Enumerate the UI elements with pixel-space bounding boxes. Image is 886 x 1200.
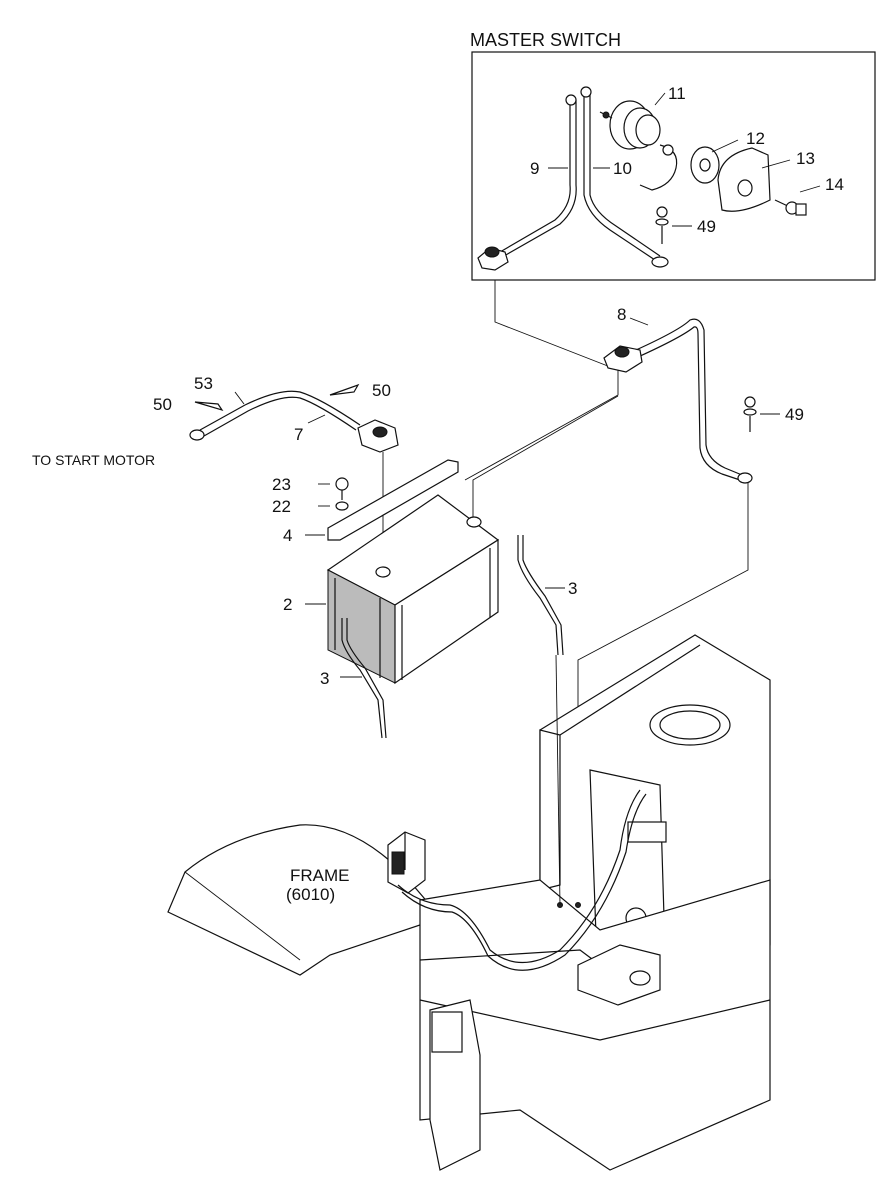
master-switch-inset: MASTER SWITCH	[470, 30, 876, 281]
callout-53: 53	[194, 374, 213, 393]
cable-tie-50-left	[194, 401, 224, 412]
frame-label: FRAME	[290, 866, 350, 885]
plate-13	[717, 147, 771, 212]
battery-post-negative	[375, 566, 391, 578]
mount-bracket	[577, 944, 661, 1006]
cable-9-terminal	[565, 94, 577, 106]
callout-3-right: 3	[568, 579, 577, 598]
rod-3-left	[341, 618, 383, 739]
cable-8	[635, 318, 743, 476]
battery-post-positive	[466, 516, 482, 528]
washer-12	[690, 146, 720, 184]
callout-14: 14	[825, 175, 844, 194]
washer-22	[335, 501, 349, 511]
callout-23: 23	[272, 475, 291, 494]
inset-frame	[471, 51, 876, 281]
callout-22: 22	[272, 497, 291, 516]
cable-9	[499, 100, 571, 253]
callout-8: 8	[617, 305, 626, 324]
callout-49-frame: 49	[785, 405, 804, 424]
cable-7-assembly: 53 50 50 7 TO START MOTOR	[32, 374, 399, 468]
cable-8-assembly: 8	[603, 305, 753, 484]
connection-line-1	[464, 280, 619, 481]
nut-23	[335, 477, 349, 491]
callout-11: 11	[668, 84, 686, 103]
rod-3-right	[517, 535, 559, 656]
battery-side	[394, 538, 499, 685]
callout-12: 12	[746, 129, 765, 148]
callout-50-left: 50	[153, 395, 172, 414]
hold-down-rods: 3 3	[320, 535, 577, 739]
callout-4: 4	[283, 526, 292, 545]
battery-bracket	[327, 459, 459, 541]
callout-49-inset: 49	[697, 217, 716, 236]
cable-7-lug	[189, 429, 205, 441]
wire-harness	[397, 789, 641, 963]
bolt-49-inset	[655, 206, 669, 244]
cable-tie-50-right	[329, 383, 360, 396]
callout-10: 10	[613, 159, 632, 178]
master-switch-body	[599, 100, 678, 191]
cable-10-lug	[651, 256, 669, 268]
cable-8-clamp	[603, 345, 643, 373]
cable-8-lug	[737, 472, 753, 484]
callout-7: 7	[294, 425, 303, 444]
callout-2: 2	[283, 595, 292, 614]
machine-frame: FRAME (6010)	[167, 634, 771, 1171]
bolt-49-frame: 49	[743, 396, 804, 432]
frame-part-number: (6010)	[286, 885, 335, 904]
battery: 23 22 4 2	[272, 459, 500, 685]
callout-9: 9	[530, 159, 539, 178]
callout-3-left: 3	[320, 669, 329, 688]
relay	[387, 831, 426, 894]
cable-10-terminal	[580, 86, 592, 98]
cable-7	[199, 390, 361, 431]
callout-50-right: 50	[372, 381, 391, 400]
master-switch-title: MASTER SWITCH	[470, 30, 621, 50]
to-start-motor-label: TO START MOTOR	[32, 452, 155, 468]
bolt-14	[774, 199, 807, 216]
callout-13: 13	[796, 149, 815, 168]
cable-10	[583, 92, 656, 261]
